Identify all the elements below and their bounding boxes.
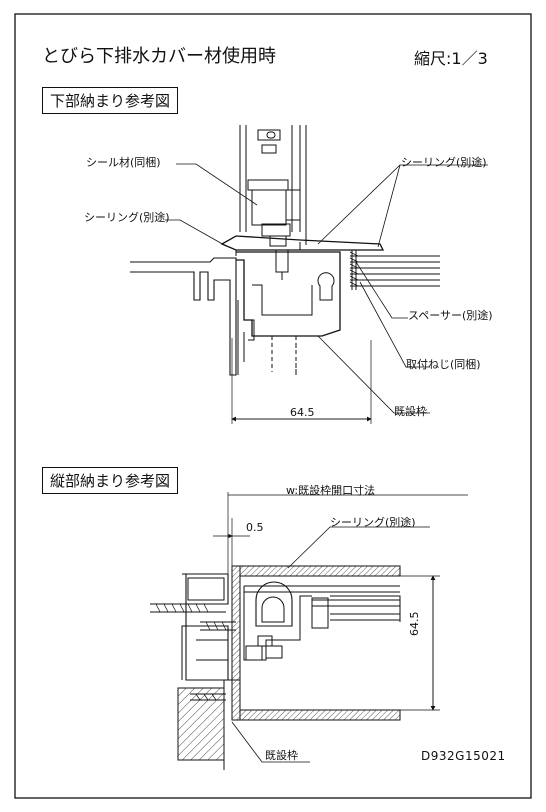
bottom-detail-drawing — [130, 125, 488, 424]
vertical-detail-drawing — [150, 492, 468, 770]
label-seal-material: シール材(同梱) — [86, 156, 161, 169]
section-heading-bottom: 下部納まり参考図 — [42, 87, 179, 114]
dimension-bottom: 64.5 — [290, 406, 315, 419]
label-clearance: 0.5 — [246, 521, 264, 534]
drawing-title: とびら下排水カバー材使用時 — [42, 46, 276, 67]
label-existing-frame-2: 既設枠 — [265, 749, 298, 762]
dimension-vertical: 64.5 — [408, 611, 421, 637]
label-sealing-right: シーリング(別途) — [401, 156, 487, 169]
label-existing-frame-1: 既設枠 — [394, 405, 427, 418]
section-heading-vertical: 縦部納まり参考図 — [42, 467, 179, 494]
label-sealing-left: シーリング(別途) — [84, 211, 170, 224]
label-screw: 取付ねじ(同梱) — [406, 358, 481, 371]
label-opening-width: w:既設枠開口寸法 — [286, 484, 376, 497]
label-spacer: スペーサー(別途) — [408, 309, 493, 322]
drawing-code: D932G15021 — [421, 749, 506, 763]
outer-border — [14, 13, 532, 799]
label-sealing-vertical: シーリング(別途) — [330, 516, 416, 529]
drawing-scale: 縮尺:1／3 — [414, 49, 488, 68]
